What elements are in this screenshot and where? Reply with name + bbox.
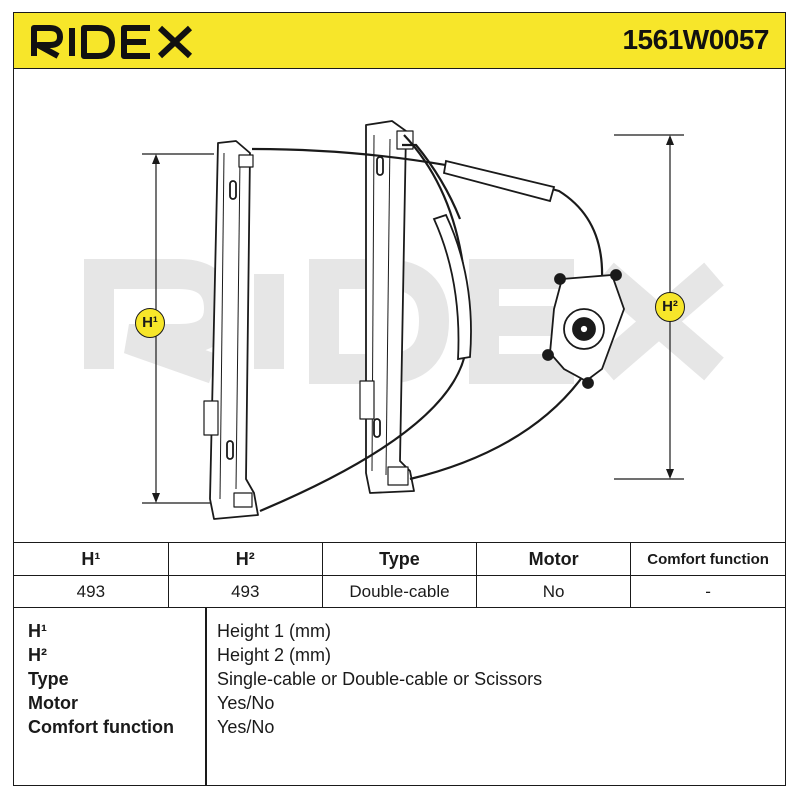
legend-value: Yes/No — [217, 717, 275, 737]
legend-key: Motor — [28, 693, 78, 713]
dimension-badge-h1: H¹ — [135, 308, 165, 338]
legend-key: H² — [28, 645, 47, 665]
header-bar: 1561W0057 — [14, 13, 785, 69]
spec-header-type: Type — [321, 542, 478, 576]
spec-value-type: Double-cable — [321, 575, 478, 608]
spec-table: H¹ H² Type Motor Comfort function 493 49… — [14, 542, 785, 608]
legend-key: H¹ — [28, 621, 47, 641]
spec-table-header-row: H¹ H² Type Motor Comfort function — [14, 542, 785, 576]
part-number: 1561W0057 — [622, 24, 769, 55]
watermark-logo-icon — [84, 259, 724, 384]
right-guide-rail — [365, 120, 415, 494]
spec-value-motor: No — [476, 575, 632, 608]
left-guide-rail — [209, 140, 259, 520]
spec-value-h1: 493 — [14, 575, 169, 608]
dimension-badge-h2: H² — [655, 292, 685, 322]
spec-header-h1: H¹ — [14, 542, 169, 576]
spec-header-motor: Motor — [476, 542, 632, 576]
spec-header-comfort: Comfort function — [630, 542, 785, 576]
ridex-logo-icon — [31, 25, 193, 59]
spec-header-h2: H² — [167, 542, 323, 576]
spec-value-comfort: - — [630, 575, 785, 608]
window-regulator-drawing — [84, 120, 724, 520]
legend-value: Yes/No — [217, 693, 275, 713]
legend-key: Comfort function — [28, 717, 174, 737]
cable-sleeve-lower — [432, 213, 472, 361]
legend-value: Single-cable or Double-cable or Scissors — [217, 669, 543, 689]
legend-keys: H¹ H² Type Motor Comfort function — [28, 619, 174, 739]
legend: H¹ H² Type Motor Comfort function Height… — [14, 607, 785, 785]
product-sheet: 1561W0057 — [13, 12, 786, 786]
regulator-diagram: H¹ H² — [14, 69, 785, 541]
legend-values: Height 1 (mm) Height 2 (mm) Single-cable… — [217, 619, 542, 739]
spec-value-h2: 493 — [167, 575, 323, 608]
legend-value: Height 1 (mm) — [217, 621, 332, 641]
legend-value: Height 2 (mm) — [217, 645, 332, 665]
drive-unit — [542, 269, 625, 389]
cable-sleeve-upper — [442, 159, 556, 203]
legend-key: Type — [28, 669, 69, 689]
legend-divider — [205, 607, 207, 785]
spec-table-value-row: 493 493 Double-cable No - — [14, 575, 785, 608]
